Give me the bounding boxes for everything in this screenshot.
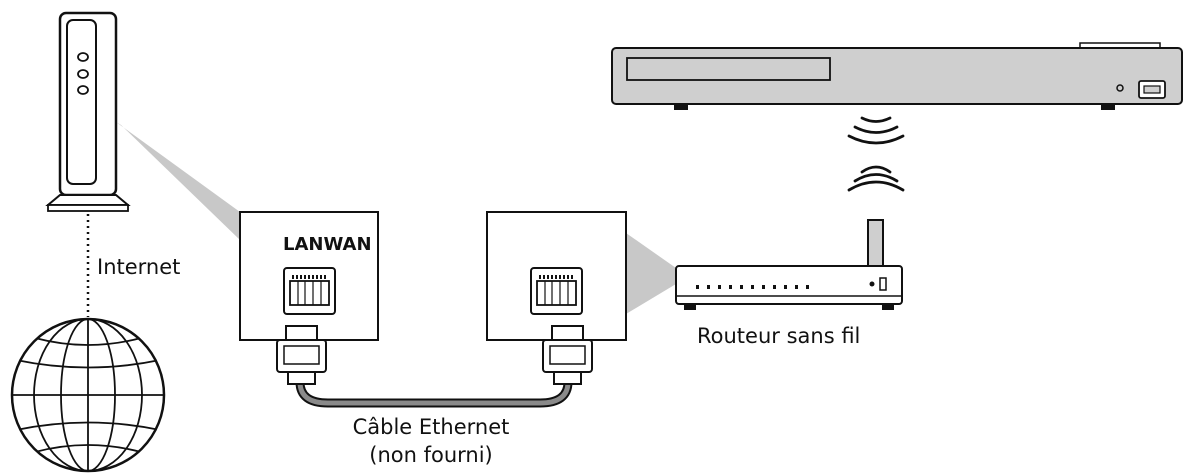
- lan-wan-label: LANWAN: [283, 234, 372, 255]
- rj45-plug-icon: [276, 325, 327, 385]
- router-callout: [626, 233, 676, 314]
- wifi-signal-icon: [847, 116, 905, 145]
- modem-callout: [116, 122, 240, 240]
- rj45-plug-icon: [542, 325, 593, 385]
- router-label: Routeur sans fil: [697, 324, 861, 348]
- globe-icon: [10, 317, 166, 473]
- wireless-router-icon: [675, 219, 903, 310]
- ethernet-port-icon: [283, 267, 336, 315]
- ethernet-port-icon: [530, 267, 583, 315]
- cable-label-line1: Câble Ethernet: [352, 415, 510, 439]
- ethernet-cable: [295, 377, 573, 408]
- internet-label: Internet: [97, 255, 181, 279]
- wifi-signal-icon: [847, 165, 905, 192]
- modem-icon: [45, 11, 131, 212]
- blu-ray-player-icon: [611, 42, 1183, 110]
- cable-label-line2: (non fourni): [369, 443, 493, 467]
- cable-label: Câble Ethernet (non fourni): [340, 413, 522, 469]
